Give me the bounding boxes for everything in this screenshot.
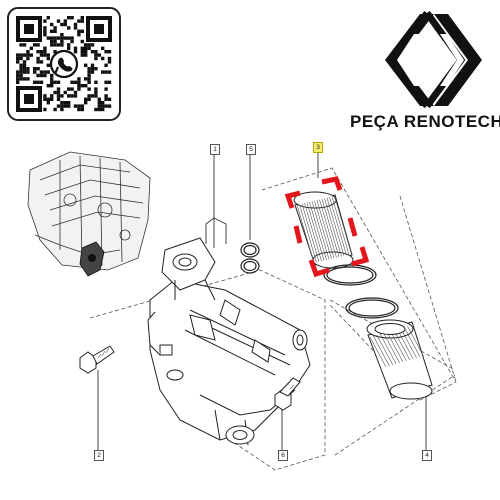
callout-6: 6 <box>278 450 288 461</box>
oil-filter-housing <box>147 237 311 446</box>
brand-name: PEÇA RENOTECH <box>350 112 500 131</box>
highlight-frame <box>284 176 370 278</box>
callout-2: 2 <box>94 450 104 461</box>
filter-o-ring-1 <box>323 264 377 286</box>
callout-5: 5 <box>246 144 256 155</box>
callout-1: 1 <box>210 144 220 155</box>
callout-3: 3 <box>313 142 323 153</box>
filter-o-ring-2 <box>345 297 399 319</box>
bolt-2 <box>79 345 115 374</box>
filter-cap <box>366 319 433 400</box>
o-ring-small <box>240 242 260 274</box>
bolt-6 <box>274 377 301 411</box>
callout-4: 4 <box>422 450 432 461</box>
filter-element <box>293 191 354 269</box>
